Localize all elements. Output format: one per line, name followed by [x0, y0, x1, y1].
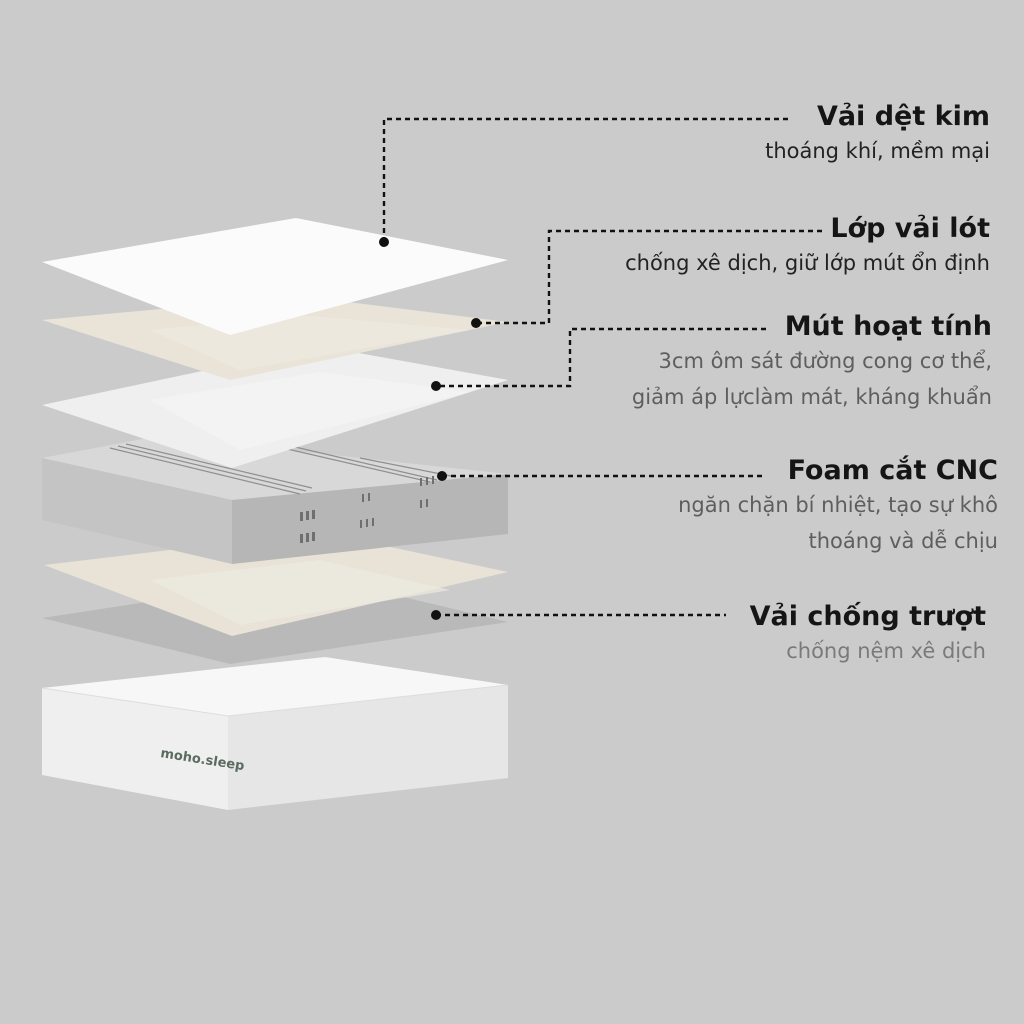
leader-line-lining	[476, 229, 822, 325]
layer-active-foam	[42, 346, 508, 468]
label-desc-line-1: ngăn chặn bí nhiệt, tạo sự khô	[678, 493, 998, 518]
label-desc-line-1: 3cm ôm sát đường cong cơ thể,	[658, 349, 992, 374]
label-title: Vải chống trượt	[749, 601, 986, 632]
label-title: Mút hoạt tính	[784, 311, 992, 342]
layer-cnc-foam	[42, 436, 508, 564]
leader-lines	[382, 117, 822, 617]
label-desc: chống nệm xê dịch	[786, 639, 986, 664]
label-desc-line-2: giảm áp lựclàm mát, kháng khuẩn	[631, 385, 992, 410]
layer-lining-lower	[44, 532, 508, 636]
label-desc: thoáng khí, mềm mại	[765, 139, 990, 164]
label-title: Foam cắt CNC	[787, 455, 998, 486]
label-anti-slip-fabric: Vải chống trượt chống nệm xê dịch	[750, 601, 986, 669]
label-title: Lớp vải lót	[830, 213, 990, 244]
layer-knit-fabric	[42, 218, 508, 335]
mattress-base: moho.sleep	[41, 657, 509, 810]
label-knit-fabric: Vải dệt kim thoáng khí, mềm mại	[765, 101, 990, 169]
label-active-foam: Mút hoạt tính 3cm ôm sát đường cong cơ t…	[632, 311, 992, 415]
label-desc-line-2: thoáng và dễ chịu	[808, 529, 998, 554]
leader-dots	[379, 237, 481, 620]
leader-line-active-foam	[436, 327, 766, 388]
label-title: Vải dệt kim	[816, 101, 990, 132]
label-cnc-foam: Foam cắt CNC ngăn chặn bí nhiệt, tạo sự …	[678, 455, 998, 559]
label-desc: chống xê dịch, giữ lớp mút ổn định	[625, 251, 990, 276]
label-lining: Lớp vải lót chống xê dịch, giữ lớp mút ổ…	[625, 213, 990, 281]
